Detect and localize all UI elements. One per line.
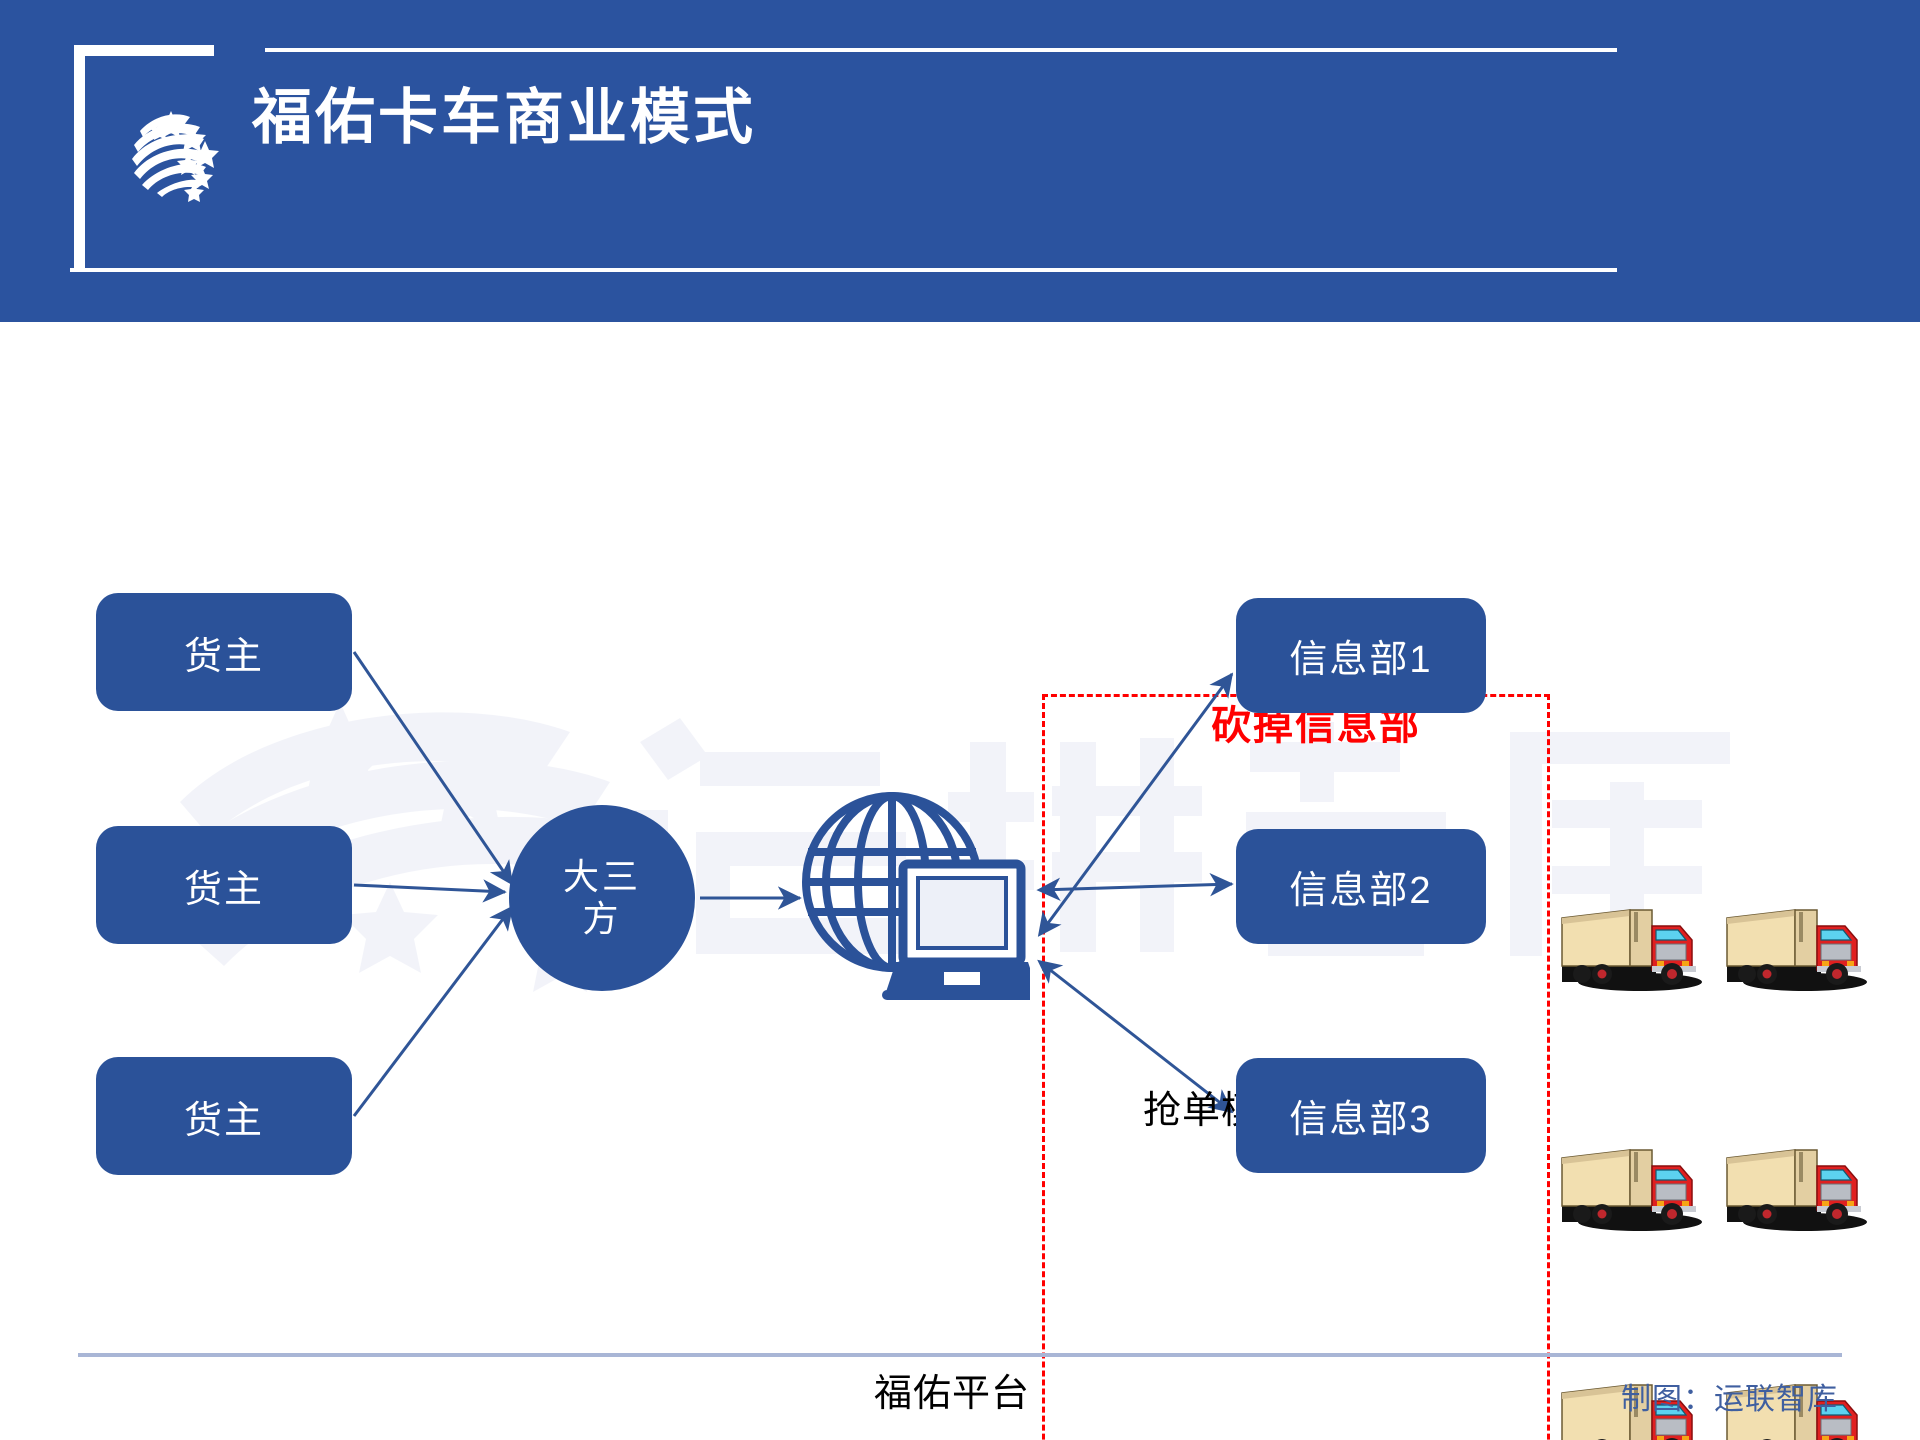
truck-icon — [1560, 1357, 1708, 1440]
truck-icon — [1725, 1122, 1873, 1234]
node-label-line2: 方 — [582, 898, 622, 939]
node-label: 货主 — [183, 635, 264, 678]
truck-icon — [1725, 1357, 1873, 1440]
globe-laptop-icon — [800, 790, 1042, 1012]
header-bracket-tail-decoration — [74, 218, 85, 270]
footer-divider — [78, 1353, 1842, 1357]
node-shipper-3[interactable]: 货主 — [96, 1057, 352, 1175]
truck-icon — [1560, 882, 1708, 994]
node-label: 货主 — [183, 1099, 264, 1142]
node-info-dept-1[interactable]: 信息部1 — [1236, 598, 1486, 713]
node-label: 信息部2 — [1289, 870, 1433, 912]
header-rule-top — [265, 48, 1617, 52]
header-rule-bottom — [70, 268, 1617, 272]
node-info-dept-2[interactable]: 信息部2 — [1236, 829, 1486, 944]
node-label: 信息部1 — [1289, 639, 1433, 681]
footer-credit: 制图：运联智库 — [1621, 1383, 1838, 1416]
node-shipper-2[interactable]: 货主 — [96, 826, 352, 944]
truck-icon — [1560, 1122, 1708, 1234]
diagram-canvas: 货主 货主 货主 大三 方 — [0, 322, 1920, 1440]
truck-icon — [1725, 882, 1873, 994]
node-label: 货主 — [183, 868, 264, 911]
page-header: 福佑卡车商业模式 — [0, 0, 1920, 322]
node-shipper-1[interactable]: 货主 — [96, 593, 352, 711]
globe-stars-logo-icon — [110, 95, 220, 205]
diagram-connectors — [352, 651, 1234, 1117]
node-big-third-party[interactable]: 大三 方 — [509, 805, 695, 991]
node-label: 信息部3 — [1289, 1099, 1433, 1141]
platform-label: 福佑平台 — [874, 1373, 1031, 1415]
node-label-line1: 大三 — [562, 855, 641, 897]
page-title: 福佑卡车商业模式 — [252, 84, 756, 151]
node-info-dept-3[interactable]: 信息部3 — [1236, 1058, 1486, 1173]
header-bracket-decoration — [74, 45, 214, 265]
